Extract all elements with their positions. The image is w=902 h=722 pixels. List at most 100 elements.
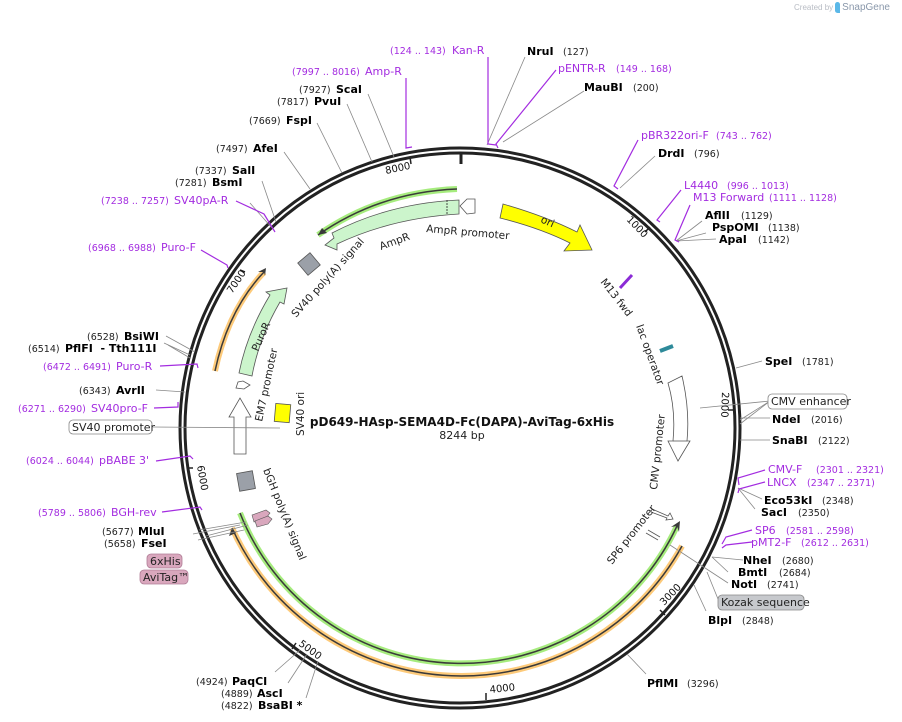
svg-text:AscI: AscI xyxy=(257,687,283,700)
orf-orange-puro[interactable] xyxy=(212,268,267,372)
enzyme-NheI[interactable]: NheI (2680) xyxy=(743,554,814,567)
enzyme-NruI[interactable]: NruI(127) xyxy=(527,45,589,58)
primer-pBABE-3[interactable]: (6024 .. 6044)pBABE 3' xyxy=(26,454,149,467)
primer-labels: (124 .. 143)Kan-R pENTR-R(149 .. 168) pB… xyxy=(18,44,884,549)
svg-text:SalI: SalI xyxy=(232,164,255,177)
svg-text:(6968 .. 6988): (6968 .. 6988) xyxy=(88,243,156,254)
primer-SP6[interactable]: SP6(2581 .. 2598) xyxy=(755,524,854,537)
svg-text:(6024 .. 6044): (6024 .. 6044) xyxy=(26,456,94,467)
orf-orange[interactable] xyxy=(229,526,685,679)
svg-text:FseI: FseI xyxy=(141,537,167,550)
enzyme-BsmI[interactable]: (7281)BsmI xyxy=(175,176,243,189)
svg-text:SnaBI: SnaBI xyxy=(772,434,808,447)
primer-Kan-R[interactable]: (124 .. 143)Kan-R xyxy=(390,44,485,57)
primer-Puro-R[interactable]: (6472 .. 6491)Puro-R xyxy=(43,360,153,373)
enzyme-SnaBI[interactable]: SnaBI(2122) xyxy=(772,434,850,447)
svg-text:PvuI: PvuI xyxy=(314,95,341,108)
svg-text:(7337): (7337) xyxy=(195,166,227,177)
svg-text:PflFI - Tth111I: PflFI - Tth111I xyxy=(65,342,157,355)
enzyme-FspI[interactable]: (7669)FspI xyxy=(249,114,312,127)
boxed-cmv-enhancer[interactable]: CMV enhancer xyxy=(699,393,851,410)
boxed-sv40-promoter[interactable]: SV40 promoter xyxy=(68,419,156,435)
feature-sv40-promoter[interactable] xyxy=(228,397,252,455)
primer-pMT2-F[interactable]: pMT2-F(2612 .. 2631) xyxy=(751,536,869,549)
enzyme-BsaBI[interactable]: (4822)BsaBI * xyxy=(221,699,303,712)
primer-SV40pro-F[interactable]: (6271 .. 6290)SV40pro-F xyxy=(18,402,148,415)
primer-Amp-R[interactable]: (7997 .. 8016)Amp-R xyxy=(292,65,402,78)
feature-m13-fwd[interactable]: M13 fwd xyxy=(598,273,635,319)
feature-lac-operator[interactable]: lac operator xyxy=(633,323,674,388)
enzyme-SpeI[interactable]: SpeI(1781) xyxy=(765,355,834,368)
sv40-polya-label: SV40 poly(A) signal xyxy=(289,236,367,320)
svg-text:(2680): (2680) xyxy=(782,556,814,567)
enzyme-DrdI[interactable]: DrdI(796) xyxy=(658,147,720,160)
enzyme-SacI[interactable]: SacI(2350) xyxy=(761,506,830,519)
svg-text:(6514): (6514) xyxy=(28,344,60,355)
enzyme-Eco53kI[interactable]: Eco53kI(2348) xyxy=(764,494,854,507)
svg-text:(200): (200) xyxy=(633,83,659,94)
feature-cmv-promoter[interactable]: CMV promoter xyxy=(648,375,691,490)
enzyme-AscI[interactable]: (4889)AscI xyxy=(221,687,283,700)
tick-8000: 8000 xyxy=(384,161,411,177)
svg-text:NheI: NheI xyxy=(743,554,772,567)
enzyme-AflII[interactable]: AflII(1129) xyxy=(705,209,773,222)
enzyme-PaqCI[interactable]: (4924)PaqCI xyxy=(196,675,267,688)
boxed-6xhis[interactable]: 6xHis xyxy=(146,553,183,569)
svg-text:L4440: L4440 xyxy=(684,179,718,192)
orf-green[interactable] xyxy=(237,511,680,667)
svg-text:ScaI: ScaI xyxy=(336,83,362,96)
svg-text:(1781): (1781) xyxy=(802,357,834,368)
primer-pBR322ori-F[interactable]: pBR322ori-F(743 .. 762) xyxy=(641,129,772,142)
svg-text:(7238 .. 7257): (7238 .. 7257) xyxy=(101,196,169,207)
primer-M13-Forward[interactable]: M13 Forward(1111 .. 1128) xyxy=(693,191,837,204)
primer-pENTR-R[interactable]: pENTR-R(149 .. 168) xyxy=(558,62,672,75)
feature-bgh-polya[interactable]: bGH poly(A) signal xyxy=(236,467,309,562)
sp6-promoter-label: SP6 promoter xyxy=(605,502,659,566)
enzyme-ScaI[interactable]: (7927)ScaI xyxy=(299,83,362,96)
primer-LNCX[interactable]: LNCX(2347 .. 2371) xyxy=(767,476,875,489)
primer-CMV-F[interactable]: CMV-F(2301 .. 2321) xyxy=(768,463,884,476)
svg-text:FspI: FspI xyxy=(286,114,312,127)
enzyme-FseI[interactable]: (5658)FseI xyxy=(104,537,167,550)
svg-text:(1111 .. 1128): (1111 .. 1128) xyxy=(769,193,837,204)
enzyme-NdeI[interactable]: NdeI(2016) xyxy=(772,413,843,426)
boxed-kozak-sequence[interactable]: Kozak sequence xyxy=(717,594,810,611)
feature-puror[interactable]: PuroR xyxy=(238,287,288,377)
enzyme-BmtI[interactable]: BmtI(2684) xyxy=(738,566,811,579)
enzyme-SalI[interactable]: (7337) SalI xyxy=(195,164,255,177)
enzyme-PspOMI[interactable]: PspOMI(1138) xyxy=(712,221,800,234)
svg-text:BsiWI: BsiWI xyxy=(124,330,159,343)
svg-text:PspOMI: PspOMI xyxy=(712,221,759,234)
enzyme-leaders xyxy=(152,56,771,699)
enzyme-PvuI[interactable]: (7817)PvuI xyxy=(277,95,341,108)
svg-text:(3296): (3296) xyxy=(687,679,719,690)
boxed-avitag[interactable]: AviTag™ xyxy=(139,569,189,585)
enzyme-ApaI[interactable]: ApaI(1142) xyxy=(719,233,790,246)
primer-L4440[interactable]: L4440 (996 .. 1013) xyxy=(684,179,789,192)
feature-ori[interactable]: ori xyxy=(499,203,593,252)
svg-text:(7281): (7281) xyxy=(175,178,207,189)
svg-text:(7497): (7497) xyxy=(216,144,248,155)
feature-sv40-ori[interactable]: SV40 ori xyxy=(273,392,307,436)
enzyme-MauBI[interactable]: MauBI(200) xyxy=(584,81,659,94)
kozak-label: Kozak sequence xyxy=(721,596,810,609)
primer-SV40pA-R[interactable]: (7238 .. 7257)SV40pA-R xyxy=(101,194,229,207)
orf-ampr-green[interactable] xyxy=(316,186,458,238)
svg-text:(2016): (2016) xyxy=(811,415,843,426)
svg-text:AflII: AflII xyxy=(705,209,730,222)
enzyme-PflFI-Tth111I[interactable]: (6514) PflFI - Tth111I xyxy=(28,342,157,355)
primer-Puro-F[interactable]: (6968 .. 6988)Puro-F xyxy=(88,241,196,254)
enzyme-PflMI[interactable]: PflMI(3296) xyxy=(647,677,719,690)
enzyme-BlpI[interactable]: BlpI(2848) xyxy=(708,614,774,627)
enzyme-BsiWI[interactable]: (6528)BsiWI xyxy=(87,330,159,343)
primer-BGH-rev[interactable]: (5789 .. 5806)BGH-rev xyxy=(38,506,157,519)
svg-text:(2347 .. 2371): (2347 .. 2371) xyxy=(807,478,875,489)
enzyme-MluI[interactable]: (5677)MluI xyxy=(102,525,165,538)
feature-sv40-polya[interactable]: SV40 poly(A) signal xyxy=(289,236,367,320)
enzyme-AvrII[interactable]: (6343)AvrII xyxy=(79,384,145,397)
enzyme-AfeI[interactable]: (7497)AfeI xyxy=(216,142,278,155)
enzyme-NotI[interactable]: NotI(2741) xyxy=(731,578,799,591)
svg-text:(996 .. 1013): (996 .. 1013) xyxy=(727,181,789,192)
svg-text:(6472 .. 6491): (6472 .. 6491) xyxy=(43,362,111,373)
feature-tags[interactable] xyxy=(251,509,273,528)
